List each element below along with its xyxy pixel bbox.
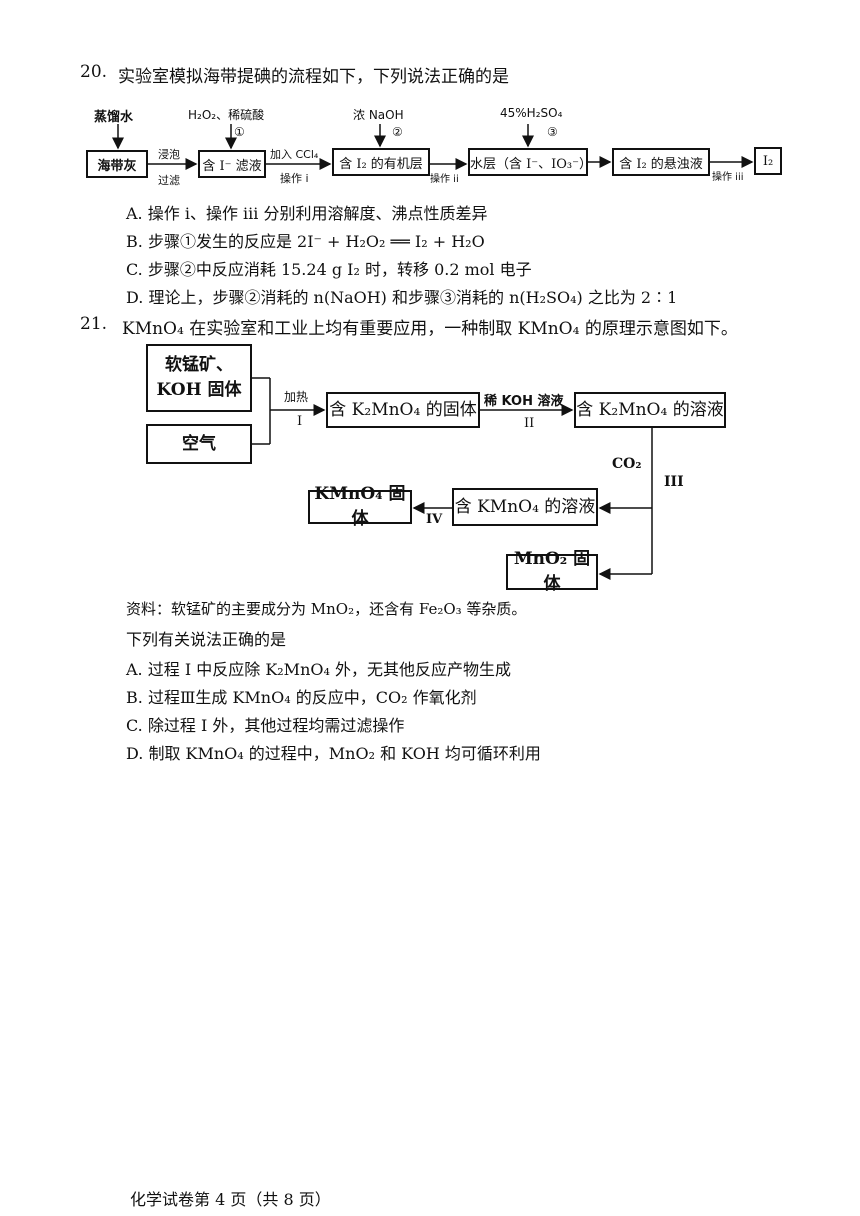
q21-arrow1-bottom: I bbox=[297, 414, 303, 429]
q21-option-c: C. 除过程 I 外，其他过程均需过滤操作 bbox=[126, 716, 405, 735]
q21-arrow2-bottom: II bbox=[524, 416, 535, 431]
q21-option-a: A. 过程 I 中反应除 K₂MnO₄ 外，无其他反应产物生成 bbox=[126, 660, 511, 679]
q20-arrow1-top: 浸泡 bbox=[158, 148, 180, 161]
q20-box-i2: I₂ bbox=[754, 147, 782, 175]
q20-box-ash: 海带灰 bbox=[86, 150, 148, 178]
q21-stem: KMnO₄ 在实验室和工业上均有重要应用，一种制取 KMnO₄ 的原理示意图如下… bbox=[122, 319, 738, 339]
q20-arrow3-bottom: 操作 ii bbox=[430, 174, 459, 185]
q20-option-c: C. 步骤②中反应消耗 15.24 g I₂ 时，转移 0.2 mol 电子 bbox=[126, 260, 532, 279]
q20-box-filtrate: 含 I⁻ 滤液 bbox=[198, 150, 266, 178]
q21-step4-label: IV bbox=[426, 512, 443, 527]
q21-note: 资料：软锰矿的主要成分为 MnO₂，还含有 Fe₂O₃ 等杂质。 bbox=[126, 600, 527, 618]
q20-box-suspension: 含 I₂ 的悬浊液 bbox=[612, 148, 710, 176]
q21-box-kmno4-solution: 含 KMnO₄ 的溶液 bbox=[452, 488, 598, 526]
q20-reagent3-label: 45%H₂SO₄ bbox=[500, 106, 563, 120]
q21-number: 21. bbox=[80, 314, 108, 334]
q20-reagent1-label: H₂O₂、稀硫酸 bbox=[188, 108, 265, 122]
q20-option-b: B. 步骤①发生的反应是 2I⁻ + H₂O₂ ══ I₂ + H₂O bbox=[126, 232, 485, 251]
q21-box-solution: 含 K₂MnO₄ 的溶液 bbox=[574, 392, 726, 428]
q20-step3-label: ③ bbox=[547, 125, 558, 139]
q21-arrow2-top: 稀 KOH 溶液 bbox=[484, 394, 564, 409]
q21-arrow1-top: 加热 bbox=[284, 390, 309, 404]
q21-step3-label: III bbox=[664, 474, 684, 490]
q21-box-solid: 含 K₂MnO₄ 的固体 bbox=[326, 392, 480, 428]
q20-arrow2-top: 加入 CCl₄ bbox=[270, 148, 319, 161]
q20-number: 20. bbox=[80, 62, 108, 82]
q21-box-mno2: MnO₂ 固体 bbox=[506, 549, 598, 594]
q20-stem: 实验室模拟海带提碘的流程如下，下列说法正确的是 bbox=[118, 67, 509, 87]
q21-box-kmno4-solid: KMnO₄ 固体 bbox=[308, 484, 412, 529]
q21-box-air: 空气 bbox=[146, 424, 252, 464]
q21-prompt: 下列有关说法正确的是 bbox=[126, 630, 287, 649]
q20-arrow2-bottom: 操作 i bbox=[280, 172, 309, 185]
q20-box-water: 水层（含 I⁻、IO₃⁻） bbox=[468, 148, 592, 176]
q20-arrow5-bottom: 操作 iii bbox=[712, 172, 744, 183]
q20-option-d: D. 理论上，步骤②消耗的 n(NaOH) 和步骤③消耗的 n(H₂SO₄) 之… bbox=[126, 288, 678, 307]
q20-step2-label: ② bbox=[392, 125, 403, 139]
q21-option-d: D. 制取 KMnO₄ 的过程中，MnO₂ 和 KOH 均可循环利用 bbox=[126, 744, 541, 763]
q20-box-organic: 含 I₂ 的有机层 bbox=[332, 148, 430, 176]
q20-arrow1-bottom: 过滤 bbox=[158, 174, 180, 187]
q20-option-a: A. 操作 i、操作 iii 分别利用溶解度、沸点性质差异 bbox=[126, 204, 488, 223]
page-footer: 化学试卷第 4 页（共 8 页） bbox=[130, 1190, 331, 1209]
q21-option-b: B. 过程Ⅲ生成 KMnO₄ 的反应中，CO₂ 作氧化剂 bbox=[126, 688, 477, 707]
q20-water-label: 蒸馏水 bbox=[94, 110, 134, 125]
q21-box-ore: 软锰矿、 KOH 固体 bbox=[146, 344, 252, 412]
q20-reagent2-label: 浓 NaOH bbox=[353, 108, 404, 122]
q20-step1-label: ① bbox=[234, 125, 245, 139]
q21-co2-label: CO₂ bbox=[612, 456, 642, 472]
